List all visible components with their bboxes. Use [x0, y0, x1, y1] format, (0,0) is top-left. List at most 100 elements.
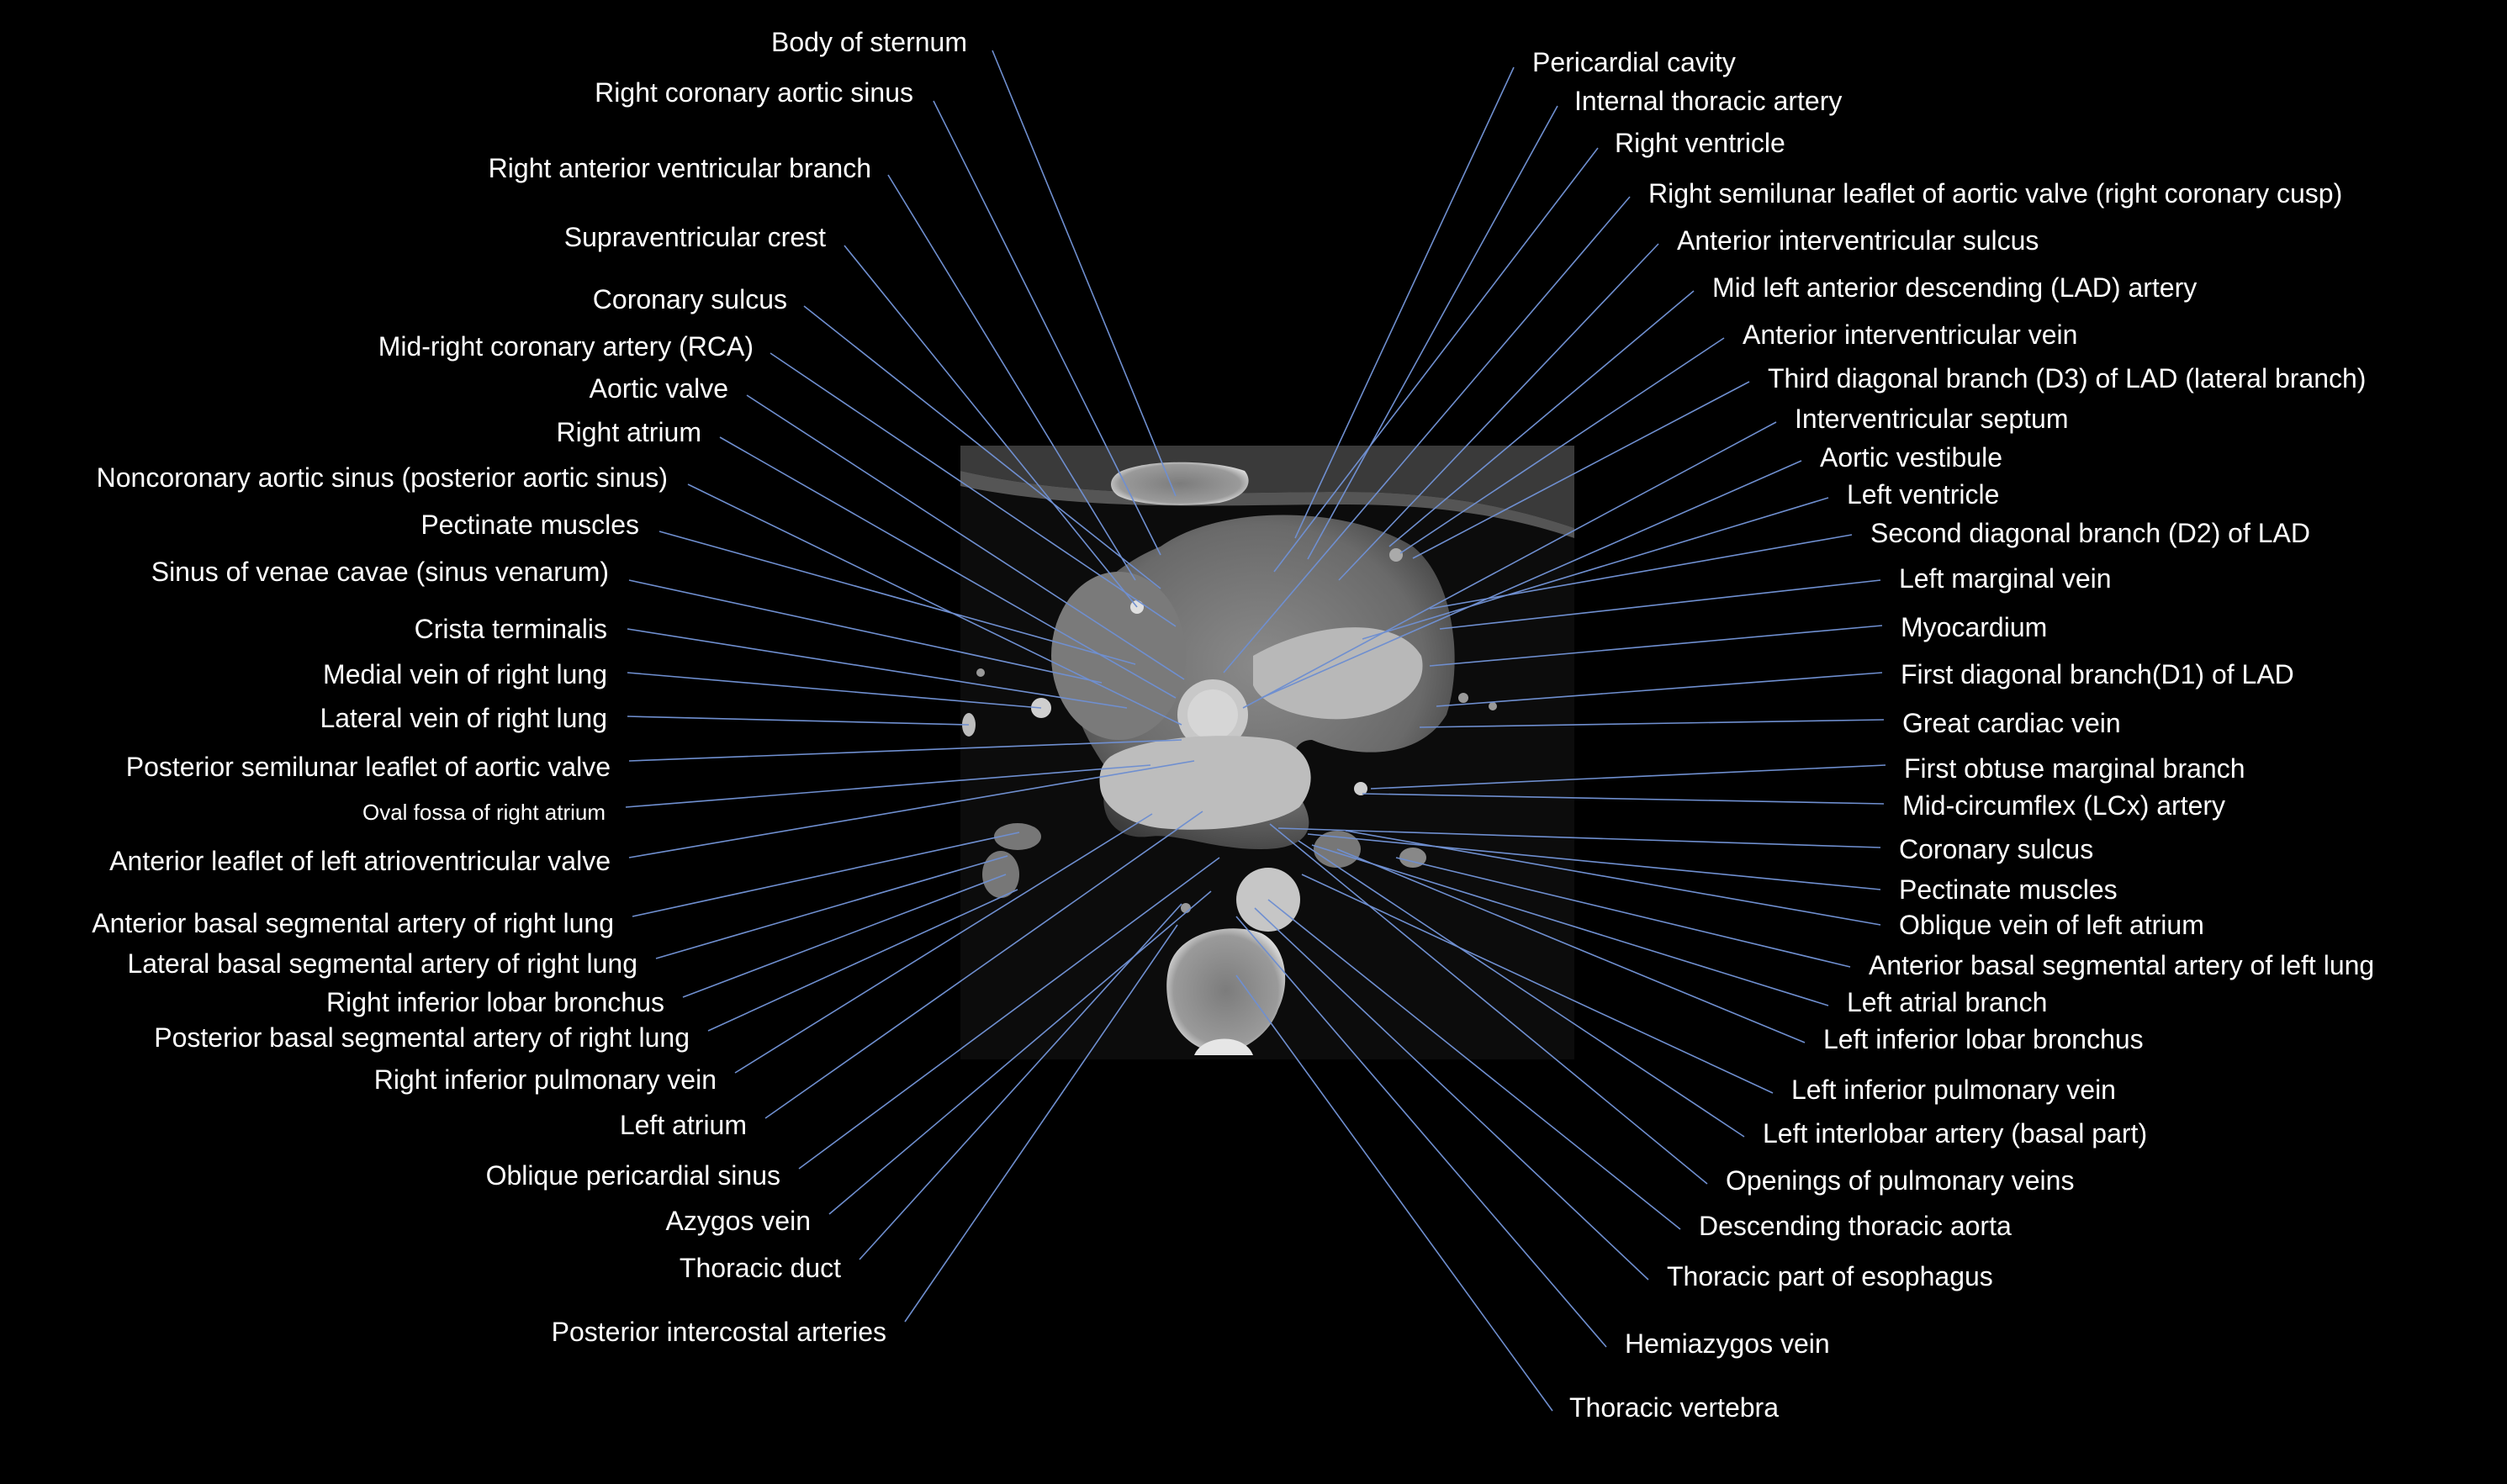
label-posterior-semilunar-leaflet-of-aortic-valve: Posterior semilunar leaflet of aortic va…: [126, 752, 611, 782]
label-first-obtuse-marginal-branch: First obtuse marginal branch: [1904, 753, 2245, 784]
leader-line-right-anterior-ventricular-branch: [887, 174, 1136, 581]
leader-line-pericardial-cavity: [1294, 66, 1515, 539]
label-thoracic-duct: Thoracic duct: [680, 1253, 841, 1283]
leader-line-right-coronary-aortic-sinus: [933, 100, 1161, 556]
leader-line-posterior-semilunar-leaflet-of-aortic-valve: [628, 739, 1182, 762]
leader-line-interventricular-septum: [1242, 421, 1777, 709]
leader-line-anterior-basal-segmental-artery-of-left-lung: [1395, 857, 1851, 968]
label-interventricular-septum: Interventricular septum: [1795, 404, 2068, 434]
label-posterior-basal-segmental-artery-of-right-lung: Posterior basal segmental artery of righ…: [154, 1022, 690, 1053]
label-mid-right-coronary-artery-rca: Mid-right coronary artery (RCA): [378, 331, 754, 362]
leader-line-great-cardiac-vein: [1419, 719, 1885, 728]
vessel-dot: [1354, 782, 1367, 795]
leader-line-anterior-interventricular-sulcus: [1338, 243, 1659, 581]
label-thoracic-part-of-esophagus: Thoracic part of esophagus: [1667, 1261, 1993, 1291]
vessel-dot: [994, 823, 1041, 850]
label-left-marginal-vein: Left marginal vein: [1899, 563, 2112, 594]
label-right-semilunar-leaflet-of-aortic-valve-right-coronary-cusp: Right semilunar leaflet of aortic valve …: [1648, 178, 2342, 209]
label-oblique-vein-of-left-atrium: Oblique vein of left atrium: [1899, 910, 2204, 940]
leader-line-posterior-basal-segmental-artery-of-right-lung: [707, 889, 1018, 1032]
right-atrium-shape: [1051, 572, 1186, 740]
chest-wall: [960, 446, 1574, 528]
leader-line-left-inferior-pulmonary-vein: [1301, 874, 1774, 1094]
leader-line-left-interlobar-artery-basal-part: [1298, 840, 1745, 1138]
label-oblique-pericardial-sinus: Oblique pericardial sinus: [486, 1160, 780, 1191]
vessel-dot: [1389, 548, 1403, 562]
leader-line-coronary-sulcus: [803, 305, 1161, 589]
label-great-cardiac-vein: Great cardiac vein: [1902, 708, 2121, 738]
label-mid-circumflex-lcx-artery: Mid-circumflex (LCx) artery: [1902, 790, 2225, 821]
leader-line-lateral-basal-segmental-artery-of-right-lung: [655, 855, 1008, 959]
leader-line-descending-thoracic-aorta: [1267, 899, 1681, 1230]
vessel-dot: [1458, 693, 1468, 703]
label-crista-terminalis: Crista terminalis: [415, 614, 607, 644]
label-third-diagonal-branch-d3-of-lad-lateral-branch: Third diagonal branch (D3) of LAD (later…: [1768, 363, 2366, 393]
label-aortic-vestibule: Aortic vestibule: [1820, 442, 2002, 473]
leader-line-oblique-pericardial-sinus: [798, 857, 1220, 1170]
label-anterior-basal-segmental-artery-of-left-lung: Anterior basal segmental artery of left …: [1869, 950, 2374, 980]
label-myocardium: Myocardium: [1901, 612, 2047, 642]
label-left-inferior-pulmonary-vein: Left inferior pulmonary vein: [1791, 1075, 2116, 1105]
vessel-dot: [1399, 848, 1426, 868]
leader-lines: [625, 50, 1886, 1412]
leader-line-mid-left-anterior-descending-lad-artery: [1388, 290, 1695, 547]
leader-line-pectinate-muscles: [1307, 833, 1881, 890]
leader-line-oblique-vein-of-left-atrium: [1345, 830, 1881, 926]
leader-line-supraventricular-crest: [844, 245, 1138, 608]
leader-line-left-atrial-branch: [1311, 844, 1829, 1006]
label-left-atrium: Left atrium: [620, 1110, 747, 1140]
vessel-dot: [1489, 702, 1497, 710]
leader-line-hemiazygos-vein: [1235, 916, 1607, 1348]
label-right-inferior-pulmonary-vein: Right inferior pulmonary vein: [374, 1064, 717, 1095]
label-left-interlobar-artery-basal-part: Left interlobar artery (basal part): [1763, 1118, 2147, 1149]
left-atrium-shape: [1099, 736, 1311, 830]
label-mid-left-anterior-descending-lad-artery: Mid left anterior descending (LAD) arter…: [1712, 272, 2197, 303]
label-medial-vein-of-right-lung: Medial vein of right lung: [323, 659, 607, 689]
aortic-lumen-shape: [1187, 689, 1238, 740]
leader-line-openings-of-pulmonary-veins: [1269, 823, 1708, 1185]
label-left-inferior-lobar-bronchus: Left inferior lobar bronchus: [1823, 1024, 2144, 1054]
label-noncoronary-aortic-sinus-posterior-aortic-sinus: Noncoronary aortic sinus (posterior aort…: [97, 462, 668, 493]
label-anterior-basal-segmental-artery-of-right-lung: Anterior basal segmental artery of right…: [92, 908, 614, 938]
leader-line-myocardium: [1429, 625, 1883, 667]
left-ventricle-shape: [1253, 627, 1423, 720]
label-descending-thoracic-aorta: Descending thoracic aorta: [1699, 1211, 2012, 1241]
label-supraventricular-crest: Supraventricular crest: [564, 222, 826, 252]
leader-line-sinus-of-venae-cavae-sinus-venarum: [628, 579, 1103, 684]
leader-line-oval-fossa-of-right-atrium: [625, 764, 1151, 808]
vessel-dot: [976, 668, 985, 677]
label-posterior-intercostal-arteries: Posterior intercostal arteries: [552, 1317, 886, 1347]
leader-line-right-semilunar-leaflet-of-aortic-valve-right-coronary-cusp: [1223, 196, 1631, 673]
sternum-shape: [1111, 462, 1249, 505]
leader-line-left-marginal-vein: [1439, 579, 1881, 630]
label-azygos-vein: Azygos vein: [665, 1206, 811, 1236]
leader-line-left-inferior-lobar-bronchus: [1336, 848, 1806, 1043]
leader-line-anterior-interventricular-vein: [1399, 337, 1725, 554]
leader-line-thoracic-vertebra: [1235, 974, 1553, 1412]
vertebra-shape: [1166, 928, 1286, 1054]
label-lateral-vein-of-right-lung: Lateral vein of right lung: [320, 703, 607, 733]
label-pericardial-cavity: Pericardial cavity: [1532, 47, 1736, 77]
vertebral-canal-shape: [1194, 1038, 1253, 1055]
ct-scan-image: [960, 446, 1574, 1059]
leader-line-second-diagonal-branch-d2-of-lad: [1429, 534, 1853, 610]
label-sinus-of-venae-cavae-sinus-venarum: Sinus of venae cavae (sinus venarum): [151, 557, 609, 587]
leader-line-noncoronary-aortic-sinus-posterior-aortic-sinus: [687, 483, 1182, 726]
leader-line-third-diagonal-branch-d3-of-lad-lateral-branch: [1412, 381, 1750, 559]
label-hemiazygos-vein: Hemiazygos vein: [1625, 1328, 1830, 1359]
label-coronary-sulcus: Coronary sulcus: [1899, 834, 2093, 864]
leader-line-first-diagonal-branch-d1-of-lad: [1436, 672, 1883, 707]
leader-line-left-atrium: [764, 811, 1203, 1119]
label-openings-of-pulmonary-veins: Openings of pulmonary veins: [1726, 1165, 2074, 1196]
leader-line-anterior-leaflet-of-left-atrioventricular-valve: [628, 760, 1195, 858]
label-left-atrial-branch: Left atrial branch: [1847, 987, 2047, 1017]
label-right-ventricle: Right ventricle: [1615, 128, 1785, 158]
leader-line-pectinate-muscles: [658, 531, 1136, 665]
label-aortic-valve: Aortic valve: [590, 373, 728, 404]
leader-line-left-ventricle: [1362, 497, 1829, 640]
leader-line-azygos-vein: [828, 890, 1212, 1215]
leader-line-lateral-vein-of-right-lung: [627, 716, 970, 726]
